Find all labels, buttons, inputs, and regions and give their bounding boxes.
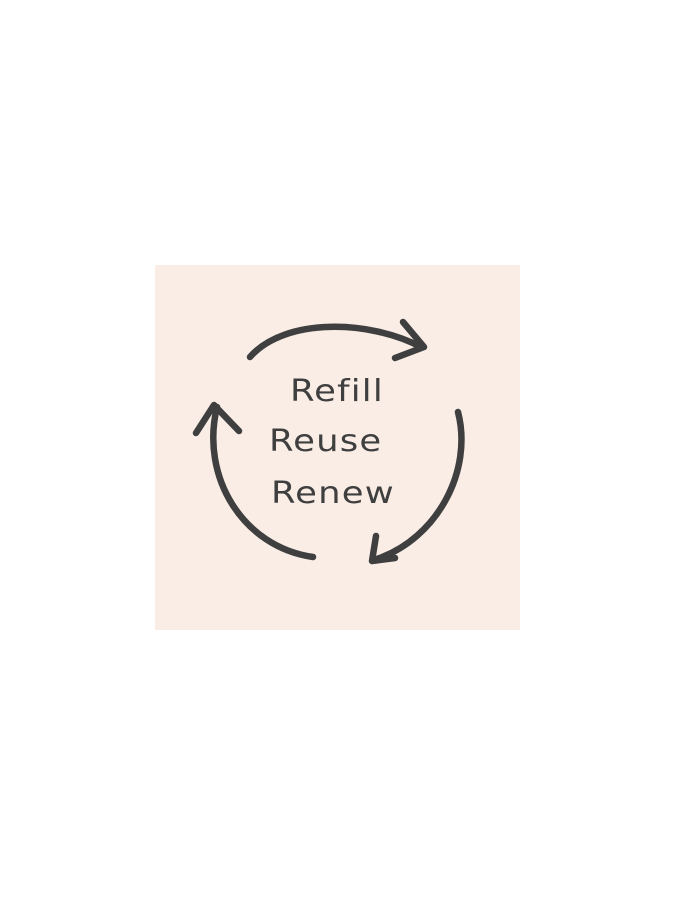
recycle-graphic-card: Refill Reuse Renew [155, 265, 520, 630]
top-arrow-icon [246, 318, 428, 362]
word-refill: Refill [290, 374, 384, 409]
left-arrow-icon [192, 401, 317, 561]
word-renew: Renew [271, 476, 395, 511]
right-arrow-icon [368, 408, 465, 565]
cycle-arrows-icon [192, 318, 465, 565]
word-reuse: Reuse [269, 424, 383, 459]
